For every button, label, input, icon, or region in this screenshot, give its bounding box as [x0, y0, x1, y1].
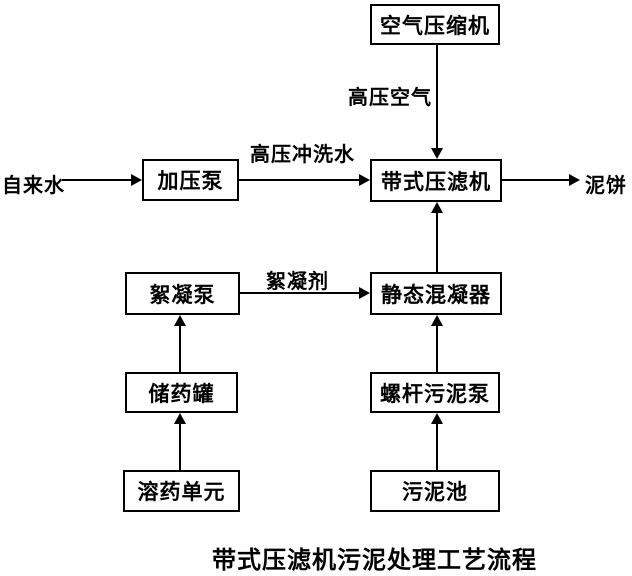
line: [436, 212, 438, 272]
node-flocculation-pump: 絮凝泵: [125, 272, 240, 315]
node-sludge-pool: 污泥池: [370, 470, 500, 512]
arrowhead-up: [431, 413, 443, 424]
node-air-compressor: 空气压缩机: [370, 4, 500, 45]
diagram-caption: 带式压滤机污泥处理工艺流程: [212, 547, 537, 574]
label-flocculant: 絮凝剂: [266, 271, 329, 293]
line: [240, 292, 360, 294]
label-tap-water: 自来水: [2, 175, 65, 197]
node-belt-filter-press: 带式压滤机: [370, 159, 502, 202]
arrowhead-up: [174, 413, 186, 424]
arrowhead-right: [131, 174, 142, 186]
arrowhead-right: [359, 174, 370, 186]
label-high-pressure-flush-water: 高压冲洗水: [250, 144, 355, 166]
node-chemical-storage-tank: 储药罐: [125, 372, 238, 413]
line: [436, 45, 438, 149]
arrowhead-right: [569, 174, 580, 186]
node-dissolving-unit: 溶药单元: [123, 470, 240, 512]
arrowhead-right: [359, 287, 370, 299]
line: [436, 325, 438, 372]
label-high-pressure-air: 高压空气: [348, 87, 432, 109]
line: [239, 179, 360, 181]
label-mud-cake: 泥饼: [585, 175, 627, 197]
line: [502, 179, 570, 181]
arrowhead-down: [431, 148, 443, 159]
line: [436, 423, 438, 470]
arrowhead-up: [431, 202, 443, 213]
node-static-mixer: 静态混凝器: [370, 272, 502, 315]
line: [179, 423, 181, 470]
line: [179, 325, 181, 372]
node-screw-sludge-pump: 螺杆污泥泵: [370, 372, 500, 413]
arrowhead-up: [431, 315, 443, 326]
arrowhead-up: [174, 315, 186, 326]
line: [62, 179, 132, 181]
node-pressure-pump: 加压泵: [142, 159, 239, 201]
